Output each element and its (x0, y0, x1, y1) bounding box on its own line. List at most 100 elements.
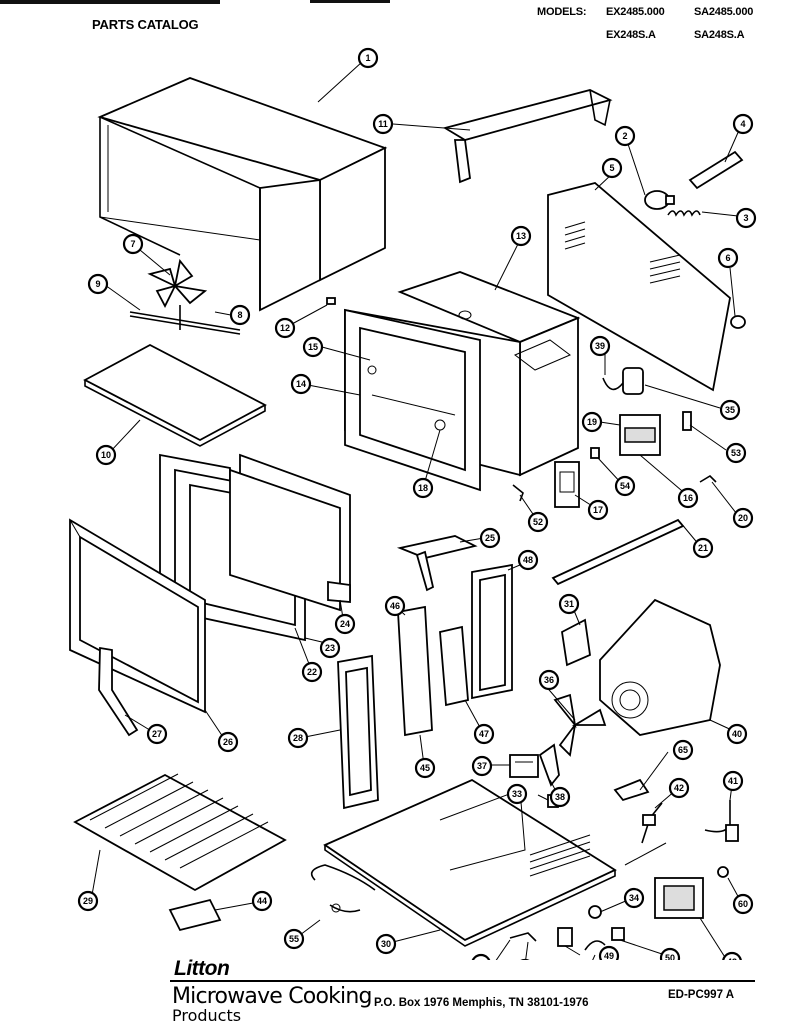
callout-37: 37 (471, 755, 493, 777)
document-code: ED-PC997 A (668, 989, 735, 1001)
thermal-protector-part (682, 411, 692, 431)
callout-2: 2 (614, 125, 636, 147)
callout-39: 39 (589, 335, 611, 357)
svg-text:30: 30 (381, 939, 391, 949)
svg-text:40: 40 (732, 729, 742, 739)
callout-52: 52 (527, 511, 549, 533)
callout-50: 50 (659, 947, 681, 960)
callout-3: 3 (735, 207, 757, 229)
svg-text:20: 20 (738, 513, 748, 523)
callout-27: 27 (146, 723, 168, 745)
fan-bracket-part (561, 618, 591, 667)
power-cord-part (704, 800, 739, 842)
wire-harness-part (310, 864, 376, 913)
svg-text:17: 17 (593, 505, 603, 515)
callout-14: 14 (290, 373, 312, 395)
motor-bracket-part (538, 743, 560, 787)
svg-text:6: 6 (725, 253, 730, 263)
svg-text:47: 47 (479, 729, 489, 739)
model-number: EX2485.000 (606, 6, 665, 18)
exploded-parts-diagram: 1 11 2 4 5 3 6 7 8 9 12 13 15 14 10 18 3… (69, 47, 757, 960)
svg-text:11: 11 (378, 119, 388, 129)
company-address: P.O. Box 1976 Memphis, TN 38101-1976 (374, 997, 589, 1009)
callout-32: 32 (471, 953, 491, 960)
grommet-part (588, 905, 602, 919)
callout-40: 40 (726, 723, 748, 745)
transformer-part (654, 877, 704, 919)
callout-9: 9 (87, 273, 109, 295)
svg-text:52: 52 (533, 517, 543, 527)
callout-31: 31 (558, 593, 580, 615)
svg-text:1: 1 (365, 53, 370, 63)
callout-12: 12 (274, 317, 296, 339)
door-glass-part (229, 453, 351, 612)
footer-divider (170, 980, 755, 982)
svg-text:33: 33 (512, 789, 522, 799)
svg-text:54: 54 (620, 481, 630, 491)
callout-43: 43 (722, 951, 742, 960)
screw-part (326, 297, 336, 305)
svg-text:21: 21 (698, 543, 708, 553)
diode-part (717, 866, 729, 878)
brand-line: Microwave Cooking (172, 984, 372, 1009)
svg-text:60: 60 (738, 899, 748, 909)
svg-text:27: 27 (152, 729, 162, 739)
callout-46: 46 (384, 595, 406, 617)
model-number: SA248S.A (694, 29, 745, 41)
svg-text:36: 36 (544, 675, 554, 685)
rail-part (551, 518, 685, 586)
callout-20: 20 (732, 507, 754, 529)
stirrer-shaft-part (129, 305, 241, 335)
lamp-part (644, 190, 675, 210)
air-duct-part (599, 598, 721, 736)
top-edge-mark (310, 0, 390, 3)
svg-text:14: 14 (296, 379, 306, 389)
latch-arm-part (396, 535, 478, 592)
svg-text:46: 46 (390, 601, 400, 611)
callout-28: 28 (287, 727, 309, 749)
svg-text:44: 44 (257, 896, 267, 906)
svg-text:22: 22 (307, 667, 317, 677)
svg-text:29: 29 (83, 896, 93, 906)
callout-65: 65 (672, 739, 694, 761)
callout-10: 10 (95, 444, 117, 466)
callout-30: 30 (375, 933, 397, 955)
svg-text:8: 8 (237, 310, 242, 320)
svg-text:48: 48 (523, 555, 533, 565)
clip-part (590, 447, 600, 459)
interlock-switch-part (554, 461, 580, 508)
catalog-title: PARTS CATALOG (92, 17, 199, 32)
wire-lead-part (584, 940, 606, 951)
callout-47: 47 (473, 723, 495, 745)
callout-16: 16 (677, 487, 699, 509)
callout-21: 21 (692, 537, 714, 559)
svg-text:4: 4 (740, 119, 745, 129)
callout-17: 17 (587, 499, 609, 521)
svg-text:32: 32 (476, 959, 486, 960)
svg-text:9: 9 (95, 279, 100, 289)
svg-text:37: 37 (477, 761, 487, 771)
svg-text:31: 31 (564, 599, 574, 609)
control-panel-part (337, 654, 379, 810)
front-frame-part (344, 308, 481, 492)
base-plate-part (323, 778, 617, 947)
callout-13: 13 (510, 225, 532, 247)
callout-54: 54 (614, 475, 636, 497)
svg-text:38: 38 (555, 792, 565, 802)
svg-text:28: 28 (293, 733, 303, 743)
svg-text:50: 50 (665, 953, 675, 960)
callout-24: 24 (334, 613, 356, 635)
svg-text:13: 13 (516, 231, 526, 241)
callout-22: 22 (301, 661, 323, 683)
svg-text:2: 2 (622, 131, 627, 141)
bottom-tray-part (73, 773, 287, 892)
callout-49: 49 (598, 945, 620, 960)
models-label: MODELS: (537, 6, 587, 18)
svg-text:19: 19 (587, 417, 597, 427)
callout-23: 23 (319, 637, 341, 659)
door-latch-part (98, 646, 139, 737)
ceramic-shelf-part (83, 343, 267, 447)
svg-text:53: 53 (731, 448, 741, 458)
lamp-bracket-part (688, 150, 744, 190)
svg-text:26: 26 (223, 737, 233, 747)
